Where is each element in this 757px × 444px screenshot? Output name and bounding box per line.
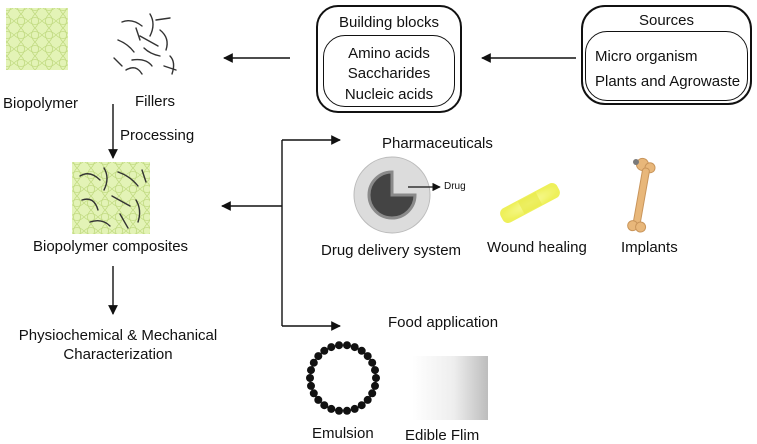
biopolymer-composite-image	[72, 162, 150, 234]
sources-box: Sources Micro organism Plants and Agrowa…	[581, 5, 752, 105]
biopolymer-composites-label: Biopolymer composites	[33, 238, 189, 255]
emulsion-droplet	[320, 346, 329, 355]
building-block-item: Nucleic acids	[344, 86, 434, 103]
bone-joint-marker	[633, 159, 639, 165]
building-blocks-box: Building blocks Amino acids Saccharides …	[316, 5, 462, 113]
implants-label: Implants	[621, 239, 678, 256]
building-block-item: Amino acids	[348, 45, 430, 62]
building-blocks-title: Building blocks	[338, 14, 440, 31]
source-item: Micro organism	[595, 48, 698, 65]
emulsion-droplet	[314, 352, 323, 361]
emulsion-droplet	[368, 389, 377, 398]
emulsion-droplet	[320, 401, 329, 410]
edible-film-image	[412, 356, 488, 420]
emulsion-droplet	[309, 389, 318, 398]
emulsion-label: Emulsion	[312, 425, 374, 442]
edible-film-label: Edible Flim	[405, 427, 480, 444]
sources-title: Sources	[638, 12, 695, 29]
bandage-image	[500, 183, 560, 223]
emulsion-droplet	[314, 395, 323, 404]
pharmaceuticals-label: Pharmaceuticals	[382, 135, 493, 152]
biopolymer-image	[6, 8, 68, 70]
connectors	[108, 53, 576, 331]
emulsion-droplet	[357, 346, 366, 355]
sources-inner-box: Micro organism Plants and Agrowaste	[585, 31, 748, 101]
emulsion-droplet	[357, 401, 366, 410]
emulsion-droplet	[350, 343, 359, 352]
drug-delivery-system-label: Drug delivery system	[321, 242, 462, 259]
emulsion-droplet	[307, 381, 315, 390]
drug-label: Drug	[444, 181, 466, 192]
emulsion-droplet	[368, 358, 377, 367]
emulsion-droplet	[363, 395, 372, 404]
source-item: Plants and Agrowaste	[595, 73, 741, 90]
fillers-label: Fillers	[135, 93, 175, 110]
building-block-item: Saccharides	[347, 65, 431, 82]
emulsion-droplet	[343, 341, 351, 350]
characterization-label-line1: Physiochemical & Mechanical	[18, 327, 218, 344]
wound-healing-label: Wound healing	[487, 239, 587, 256]
emulsion-droplet	[327, 343, 336, 352]
food-application-label: Food application	[388, 314, 499, 331]
emulsion-droplet	[335, 341, 343, 350]
emulsion-droplet	[309, 358, 318, 367]
emulsion-droplet	[327, 404, 336, 413]
emulsion-droplet	[350, 404, 359, 413]
bone-image	[627, 157, 656, 233]
emulsion-droplet	[335, 406, 343, 415]
characterization-label-line2: Characterization	[63, 346, 173, 363]
drug-delivery-sphere	[353, 156, 441, 234]
emulsion-droplet	[363, 352, 372, 361]
fillers-image	[113, 13, 177, 75]
emulsion-droplet	[307, 366, 315, 375]
emulsion-droplet	[372, 374, 380, 382]
processing-label: Processing	[120, 127, 195, 144]
emulsion-droplet	[306, 374, 314, 382]
emulsion-image	[306, 341, 380, 415]
emulsion-droplet	[371, 366, 379, 375]
emulsion-droplet	[343, 406, 351, 415]
building-blocks-inner-box: Amino acids Saccharides Nucleic acids	[323, 35, 455, 107]
emulsion-droplet	[371, 381, 379, 390]
biopolymer-label: Biopolymer	[3, 95, 79, 112]
